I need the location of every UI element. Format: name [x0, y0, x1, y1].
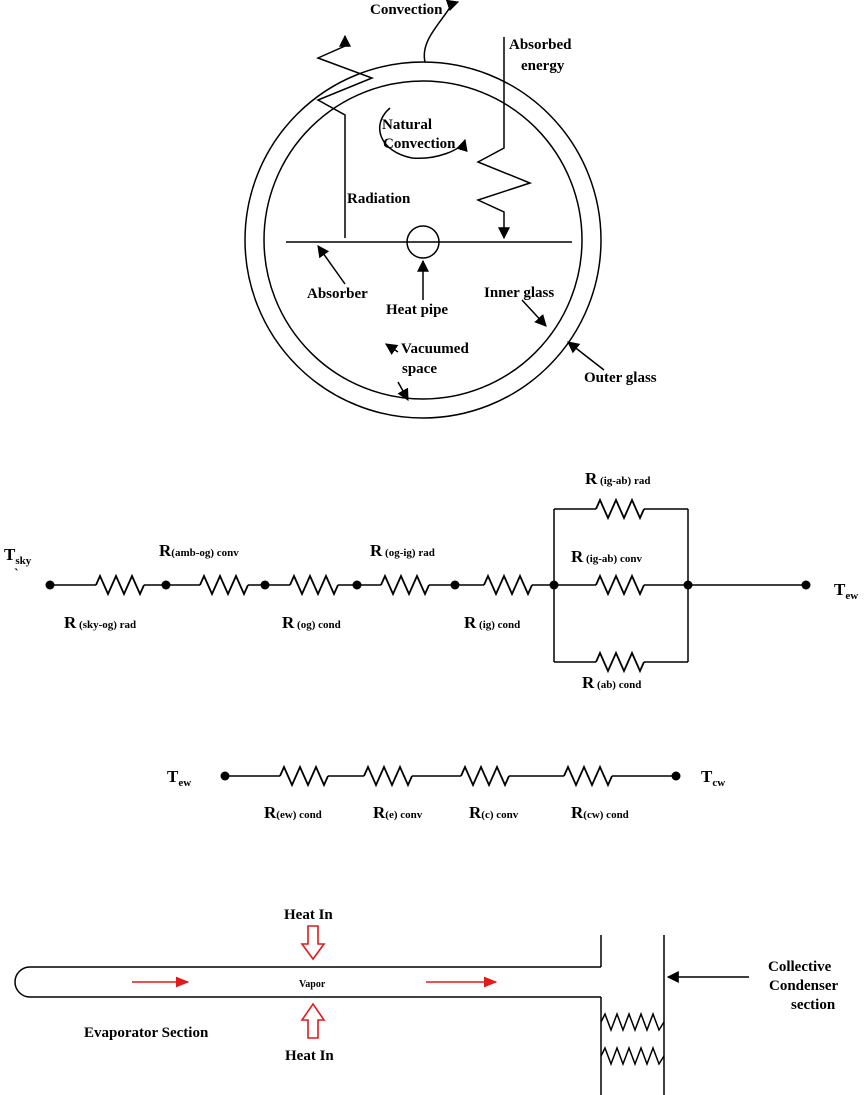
r-c-conv-label: R(c) conv	[469, 803, 519, 822]
radiation-label: Radiation	[347, 191, 411, 207]
absorber-pointer	[317, 245, 346, 285]
t-sky-label: Tsky	[4, 545, 32, 567]
vapor-label: Vapor	[299, 979, 326, 990]
heat-in-arrow-bottom	[300, 1002, 326, 1039]
outer-glass-label: Outer glass	[584, 370, 657, 386]
resistor-ig-cond	[483, 573, 533, 597]
condenser-coil-bottom	[600, 1045, 665, 1067]
resistance-network-collector: Tsky ` Tew R (sky-og) rad R(amb-og) conv…	[4, 469, 858, 692]
heat-pipe-schematic: Heat In Vapor Evaporator Section Heat In…	[14, 907, 839, 1095]
r-cw-cond-label: R(cw) cond	[571, 803, 629, 822]
natural-convection-swirl	[379, 107, 468, 159]
evaporator-section-label: Evaporator Section	[84, 1025, 209, 1041]
absorbed-energy-label-line2: energy	[521, 58, 565, 74]
r-og-ig-rad-label: R (og-ig) rad	[370, 541, 435, 560]
vacuumed-space-label-line1: Vacuumed	[401, 341, 469, 357]
inner-glass-circle	[263, 80, 583, 400]
radiation-path	[316, 34, 375, 238]
absorbed-energy-path	[475, 37, 533, 240]
resistor-ew-cond	[279, 764, 329, 788]
r-ab-cond-label: R (ab) cond	[582, 673, 641, 692]
vacuumed-space-pointer-bottom	[397, 381, 409, 402]
r-ig-ab-conv-label: R (ig-ab) conv	[571, 547, 642, 566]
outer-glass-pointer	[567, 341, 605, 371]
condenser-label-line1: Collective	[768, 959, 832, 975]
node-hp-t-cw	[671, 771, 681, 781]
convection-curve	[423, 0, 460, 63]
resistor-cw-cond	[563, 764, 613, 788]
resistor-amb-og-conv	[199, 573, 249, 597]
node-2	[161, 580, 171, 590]
node-t-sky	[45, 580, 55, 590]
node-hp-t-ew	[220, 771, 230, 781]
heat-pipe-circle	[406, 225, 440, 259]
vacuumed-space-pointer-top	[385, 343, 399, 355]
convection-label: Convection	[370, 2, 443, 18]
resistor-og-ig-rad	[380, 573, 430, 597]
hp-t-cw-label: Tcw	[701, 767, 725, 789]
r-ew-cond-label: R(ew) cond	[264, 803, 322, 822]
hp-t-ew-label: Tew	[167, 767, 191, 789]
node-6	[549, 580, 559, 590]
resistor-og-cond	[289, 573, 339, 597]
inner-glass-label: Inner glass	[484, 285, 554, 301]
inner-glass-pointer	[521, 299, 547, 327]
r-amb-og-conv-label: R(amb-og) conv	[159, 541, 239, 560]
resistance-network-heat-pipe: Tew Tcw R(ew) cond R(e) conv R(c) conv R…	[167, 764, 725, 822]
heat-in-arrow-top	[300, 925, 326, 961]
vacuumed-space-label-line2: space	[402, 361, 437, 377]
outer-glass-circle	[244, 61, 602, 419]
resistor-sky-og-rad	[95, 573, 145, 597]
resistor-ig-ab-conv	[595, 573, 645, 597]
absorber-label: Absorber	[307, 286, 368, 302]
condenser-label-line3: section	[791, 997, 836, 1013]
r-og-cond-label: R (og) cond	[282, 613, 341, 632]
natural-convection-label-line1: Natural	[382, 117, 432, 133]
heat-pipe-body	[14, 966, 601, 998]
r-ig-cond-label: R (ig) cond	[464, 613, 520, 632]
collector-cross-section: Convection Absorbed energy Natural Conve…	[244, 0, 657, 419]
node-4	[352, 580, 362, 590]
heat-in-top-label: Heat In	[284, 907, 333, 923]
r-e-conv-label: R(e) conv	[373, 803, 423, 822]
t-ew-label: Tew	[834, 580, 858, 602]
node-5	[450, 580, 460, 590]
resistor-e-conv	[363, 764, 413, 788]
node-3	[260, 580, 270, 590]
node-7	[683, 580, 693, 590]
stray-mark: `	[14, 567, 19, 582]
r-ig-ab-rad-label: R (ig-ab) rad	[585, 469, 650, 488]
resistor-ab-cond	[595, 650, 645, 674]
heat-pipe-label: Heat pipe	[386, 302, 448, 318]
resistor-c-conv	[460, 764, 510, 788]
heat-in-bottom-label: Heat In	[285, 1048, 334, 1064]
condenser-coil-top	[600, 1011, 665, 1033]
node-t-ew	[801, 580, 811, 590]
absorbed-energy-label-line1: Absorbed	[509, 37, 572, 53]
resistor-ig-ab-rad	[595, 497, 645, 521]
natural-convection-label-line2: Convection	[383, 136, 456, 152]
r-sky-og-rad-label: R (sky-og) rad	[64, 613, 136, 632]
condenser-label-line2: Condenser	[769, 978, 839, 994]
